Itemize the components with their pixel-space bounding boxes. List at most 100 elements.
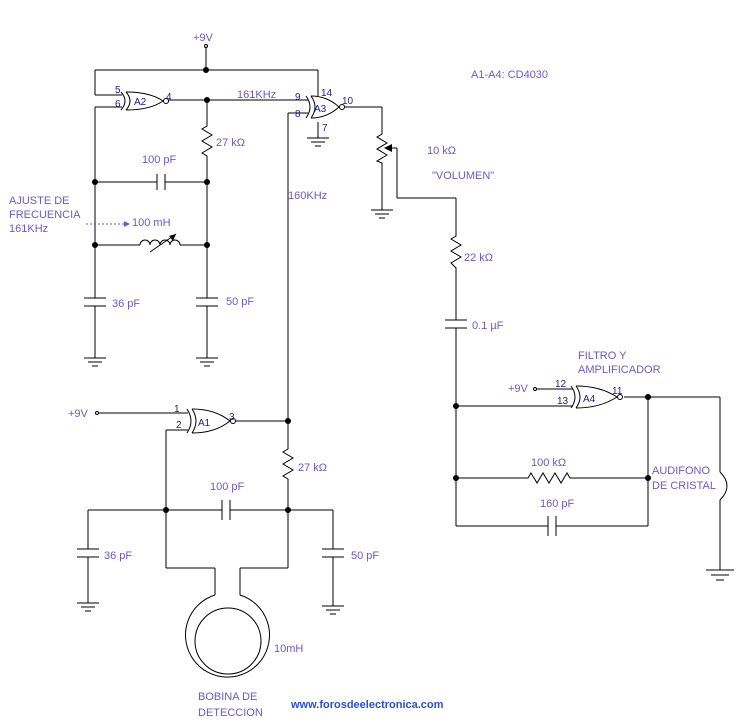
supply-label-a4: +9V xyxy=(508,383,529,395)
pin-number: 1 xyxy=(174,404,180,415)
adjust-label-line2: FRECUENCIA xyxy=(9,209,81,221)
crystal-earpiece-icon xyxy=(719,471,728,501)
pin-number: 9 xyxy=(295,92,301,103)
gate-label-a1: A1 xyxy=(198,418,211,429)
pin-numbers: 5 6 4 9 8 14 7 10 1 2 3 12 13 11 xyxy=(115,85,623,431)
capacitor-50pf-top xyxy=(196,297,218,307)
gate-label-a4: A4 xyxy=(583,394,596,405)
ground-icon xyxy=(322,605,344,615)
inductor-100mh-variable xyxy=(86,221,181,253)
supply-terminal-top xyxy=(204,44,208,48)
ground-symbols xyxy=(77,137,734,615)
potentiometer-10k xyxy=(375,130,392,166)
capacitor-label-36pf-top: 36 pF xyxy=(112,298,140,310)
capacitor-36pf-top xyxy=(84,297,106,307)
gate-labels: A2 A3 A1 A4 xyxy=(134,97,596,429)
junction-dot xyxy=(92,242,98,248)
ground-icon xyxy=(371,209,393,219)
capacitor-label-50pf-bottom: 50 pF xyxy=(351,550,379,562)
pin-number: 6 xyxy=(115,99,121,110)
resistor-label-27k-top: 27 kΩ xyxy=(216,137,245,149)
junction-dot xyxy=(92,179,98,185)
resistor-27k-top xyxy=(201,122,213,160)
ground-icon xyxy=(77,602,99,612)
pin-number: 3 xyxy=(229,412,235,423)
capacitor-0.1uf xyxy=(445,319,467,329)
gate-label-a3: A3 xyxy=(314,104,327,115)
junction-dot xyxy=(163,507,169,513)
xor-gate-a1 xyxy=(186,408,236,434)
junction-dot xyxy=(285,418,291,424)
coil-caption-line2: DETECCION xyxy=(198,707,263,719)
junction-dot xyxy=(203,67,209,73)
ground-icon xyxy=(307,137,329,147)
inductor-label-100mh: 100 mH xyxy=(132,217,171,229)
coil-caption-line1: BOBINA DE xyxy=(198,691,257,703)
annotations: +9V A1-A4: CD4030 161KHz 27 kΩ 100 pF AJ… xyxy=(9,32,716,719)
pin-number: 13 xyxy=(557,396,569,407)
xor-gate-a4 xyxy=(570,385,623,409)
inverter-bubble xyxy=(617,394,623,400)
wires xyxy=(87,47,721,606)
ic-note: A1-A4: CD4030 xyxy=(471,69,548,81)
gate-label-a2: A2 xyxy=(134,97,147,108)
resistor-label-100k: 100 kΩ xyxy=(531,457,566,469)
capacitor-100pf-top xyxy=(156,174,166,190)
junction-dot xyxy=(453,475,459,481)
junction-dot xyxy=(453,403,459,409)
earpiece-label-line2: DE CRISTAL xyxy=(652,480,716,492)
ground-icon xyxy=(196,357,218,367)
junction-dot xyxy=(204,179,210,185)
capacitor-50pf-bottom xyxy=(322,548,344,558)
resistor-label-27k-bottom: 27 kΩ xyxy=(298,462,327,474)
inverter-bubble xyxy=(163,98,169,104)
xor-gate-a2 xyxy=(120,91,169,111)
supply-terminal-a4 xyxy=(533,387,537,391)
resistor-27k-bottom xyxy=(282,446,294,483)
resistor-100k xyxy=(524,472,574,484)
capacitor-label-100pf-top: 100 pF xyxy=(142,154,177,166)
pin-number: 2 xyxy=(176,420,182,431)
website-link[interactable]: www.forosdeelectronica.com xyxy=(290,699,444,711)
adjust-label-line1: AJUSTE DE xyxy=(9,195,70,207)
junction-dot xyxy=(204,242,210,248)
capacitor-label-50pf-top: 50 pF xyxy=(226,296,254,308)
supply-label-top: +9V xyxy=(193,32,214,44)
pin-number: 12 xyxy=(555,379,567,390)
capacitor-label-0.1uf: 0.1 µF xyxy=(472,320,504,332)
filtro-label-line2: AMPLIFICADOR xyxy=(578,364,661,376)
supply-terminal-a1 xyxy=(95,411,99,415)
pin-number: 11 xyxy=(612,386,623,397)
capacitor-label-100pf-bottom: 100 pF xyxy=(210,481,245,493)
detection-coil xyxy=(185,594,270,678)
junction-dot xyxy=(645,475,651,481)
freq-label-161: 161KHz xyxy=(237,89,276,101)
pin-number: 8 xyxy=(295,109,301,120)
pin-number: 10 xyxy=(342,96,354,107)
junction-dot xyxy=(285,507,291,513)
junction-dots xyxy=(92,67,651,513)
junction-dot xyxy=(645,394,651,400)
coil-label-10mh: 10mH xyxy=(274,643,303,655)
junction-dot xyxy=(204,97,210,103)
ground-icon xyxy=(84,357,106,367)
xor-gate-a3 xyxy=(305,95,345,119)
capacitor-100pf-bottom xyxy=(221,500,231,520)
ground-icon xyxy=(706,569,734,581)
pot-label-10k: 10 kΩ xyxy=(427,145,456,157)
supply-label-a1: +9V xyxy=(68,408,89,420)
resistor-22k xyxy=(450,232,462,276)
resistor-label-22k: 22 kΩ xyxy=(464,252,493,264)
capacitor-label-36pf-bottom: 36 pF xyxy=(104,550,132,562)
capacitor-160pf xyxy=(547,516,557,536)
capacitor-36pf-bottom xyxy=(77,548,99,558)
pin-number: 4 xyxy=(166,92,172,103)
pin-number: 5 xyxy=(115,85,121,96)
pin-number: 7 xyxy=(322,123,328,134)
freq-label-160: 160KHz xyxy=(288,190,327,202)
inverter-bubble xyxy=(230,418,236,424)
inverter-bubble xyxy=(339,104,345,110)
volumen-label: "VOLUMEN" xyxy=(432,170,494,182)
earpiece-label-line1: AUDIFONO xyxy=(652,465,711,477)
